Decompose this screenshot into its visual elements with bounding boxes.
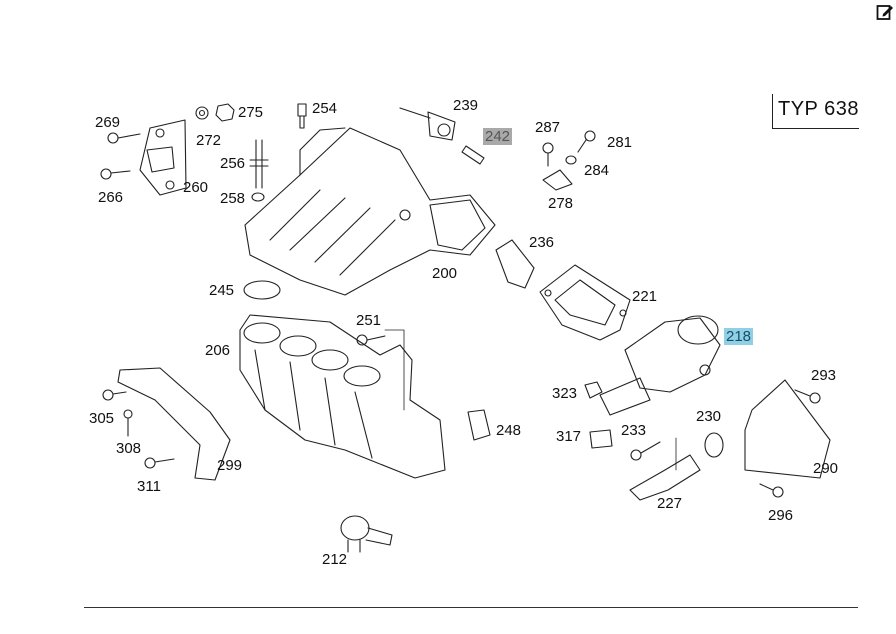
washer-284 — [565, 155, 577, 165]
callout-281[interactable]: 281 — [607, 134, 633, 151]
callout-227[interactable]: 227 — [657, 495, 683, 512]
gasket-230 — [704, 432, 724, 458]
gasket-248 — [467, 409, 491, 441]
callout-242[interactable]: 242 — [483, 128, 513, 145]
bolt-287 — [542, 142, 554, 167]
bolt-266 — [100, 168, 131, 180]
bolt-254 — [297, 103, 307, 129]
callout-296[interactable]: 296 — [768, 507, 794, 524]
stud-256 — [249, 139, 269, 189]
bottom-divider — [84, 607, 858, 608]
callout-218[interactable]: 218 — [724, 328, 754, 345]
nut-275 — [215, 103, 235, 122]
callout-287[interactable]: 287 — [535, 119, 561, 136]
callout-230[interactable]: 230 — [696, 408, 722, 425]
bolt-251 — [356, 329, 405, 411]
valve-218 — [599, 315, 721, 416]
bolt-269 — [107, 132, 141, 144]
callout-266[interactable]: 266 — [98, 189, 124, 206]
callout-305[interactable]: 305 — [89, 410, 115, 427]
bracket-278 — [542, 169, 573, 191]
edit-icon[interactable] — [876, 3, 894, 21]
callout-269[interactable]: 269 — [95, 114, 121, 131]
callout-293[interactable]: 293 — [811, 367, 837, 384]
callout-317[interactable]: 317 — [556, 428, 582, 445]
callout-245[interactable]: 245 — [209, 282, 235, 299]
bolt-308 — [123, 409, 133, 437]
callout-236[interactable]: 236 — [529, 234, 555, 251]
callout-239[interactable]: 239 — [453, 97, 479, 114]
callout-278[interactable]: 278 — [548, 195, 574, 212]
sleeve-242 — [461, 145, 485, 165]
actuator-212 — [340, 515, 393, 553]
bolt-305 — [102, 389, 127, 401]
bracket-290 — [744, 379, 831, 479]
callout-272[interactable]: 272 — [196, 132, 222, 149]
callout-299[interactable]: 299 — [217, 457, 243, 474]
callout-260[interactable]: 260 — [183, 179, 209, 196]
washer-272 — [195, 106, 209, 120]
adapter-221 — [539, 264, 631, 341]
type-label: TYP 638 — [778, 98, 859, 120]
gasket-317 — [589, 429, 613, 449]
nut-323 — [584, 381, 603, 399]
bolt-293 — [794, 389, 821, 404]
bolt-281 — [577, 130, 596, 153]
callout-323[interactable]: 323 — [552, 385, 578, 402]
callout-256[interactable]: 256 — [220, 155, 246, 172]
washer-258 — [251, 192, 265, 202]
bolt-296 — [759, 483, 784, 498]
callout-200[interactable]: 200 — [432, 265, 458, 282]
callout-290[interactable]: 290 — [813, 460, 839, 477]
manifold-lower-206 — [239, 314, 446, 479]
callout-206[interactable]: 206 — [205, 342, 231, 359]
callout-248[interactable]: 248 — [496, 422, 522, 439]
callout-284[interactable]: 284 — [584, 162, 610, 179]
gasket-236 — [495, 239, 535, 289]
bolt-233 — [630, 441, 661, 461]
callout-308[interactable]: 308 — [116, 440, 142, 457]
sensor-239 — [399, 107, 456, 141]
callout-233[interactable]: 233 — [621, 422, 647, 439]
callout-275[interactable]: 275 — [238, 104, 264, 121]
flange-plate-260 — [139, 119, 187, 196]
callout-251[interactable]: 251 — [356, 312, 382, 329]
bracket-299 — [117, 367, 231, 481]
gasket-245 — [243, 280, 281, 300]
callout-221[interactable]: 221 — [632, 288, 658, 305]
type-box — [772, 94, 859, 129]
manifold-upper-200 — [244, 127, 496, 296]
bolt-311 — [144, 457, 175, 469]
callout-212[interactable]: 212 — [322, 551, 348, 568]
callout-311[interactable]: 311 — [137, 478, 161, 495]
pipe-227 — [629, 454, 701, 501]
callout-254[interactable]: 254 — [312, 100, 338, 117]
callout-258[interactable]: 258 — [220, 190, 246, 207]
